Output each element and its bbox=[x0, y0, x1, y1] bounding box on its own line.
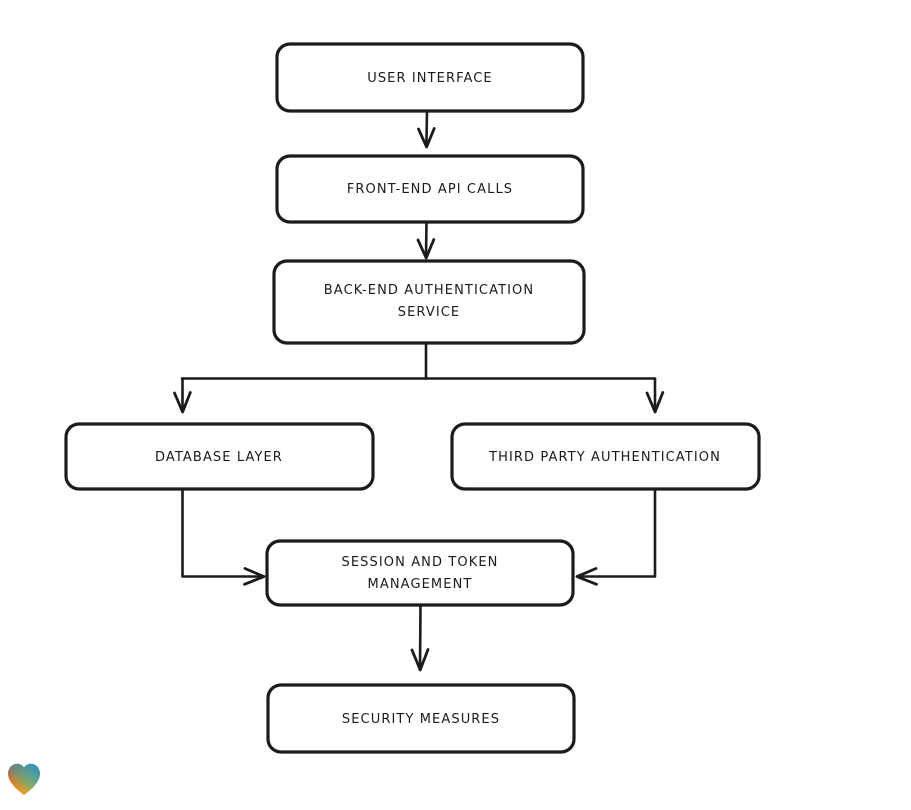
node-database-layer[interactable]: DATABASE LAYER bbox=[64, 422, 375, 491]
node-security-measures-label: SECURITY MEASURES bbox=[342, 712, 500, 727]
edge-user-interface-to-front-end-api-calls bbox=[417, 109, 436, 149]
node-user-interface-label: USER INTERFACE bbox=[367, 71, 493, 86]
node-third-party-authentication-shape bbox=[450, 422, 761, 491]
node-user-interface[interactable]: USER INTERFACE bbox=[275, 42, 585, 113]
node-database-layer-shape bbox=[64, 422, 375, 491]
node-user-interface-shape bbox=[275, 42, 585, 113]
edge-front-end-api-calls-to-back-end-authentication-service bbox=[416, 220, 436, 260]
node-security-measures-shape bbox=[266, 683, 576, 754]
node-back-end-authentication-service-label-line2: SERVICE bbox=[398, 305, 461, 320]
node-third-party-authentication-label: THIRD PARTY AUTHENTICATION bbox=[488, 450, 721, 465]
node-back-end-authentication-service-label-line1: BACK-END AUTHENTICATION bbox=[324, 283, 534, 298]
edge-third-party-authentication-to-session-and-token-management bbox=[575, 487, 657, 586]
node-front-end-api-calls-label: FRONT-END API CALLS bbox=[347, 182, 513, 197]
edge-database-layer-to-session-and-token-management bbox=[181, 487, 266, 586]
node-back-end-authentication-service-shape bbox=[272, 259, 586, 345]
node-back-end-authentication-service[interactable]: BACK-END AUTHENTICATION SERVICE bbox=[272, 259, 586, 345]
heart-icon bbox=[8, 763, 40, 795]
node-session-and-token-management-shape bbox=[265, 539, 575, 607]
node-session-and-token-management-label-line1: SESSION AND TOKEN bbox=[342, 555, 499, 570]
node-third-party-authentication[interactable]: THIRD PARTY AUTHENTICATION bbox=[450, 422, 761, 491]
node-session-and-token-management[interactable]: SESSION AND TOKEN MANAGEMENT bbox=[265, 539, 575, 607]
node-security-measures[interactable]: SECURITY MEASURES bbox=[266, 683, 576, 754]
edge-back-end-authentication-service-branch bbox=[173, 341, 665, 414]
node-front-end-api-calls[interactable]: FRONT-END API CALLS bbox=[275, 154, 585, 224]
edge-session-and-token-management-to-security-measures bbox=[410, 603, 430, 672]
node-session-and-token-management-label-line2: MANAGEMENT bbox=[368, 577, 473, 592]
node-front-end-api-calls-shape bbox=[275, 154, 585, 224]
node-database-layer-label: DATABASE LAYER bbox=[155, 450, 283, 465]
